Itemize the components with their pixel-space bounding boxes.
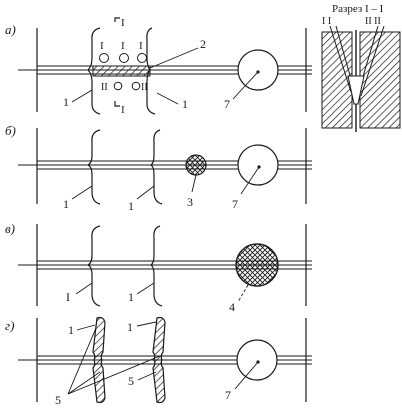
leader-1-v-left [75,282,93,295]
section-marks-left: I I [322,16,331,27]
label-1-v-right: 1 [128,290,134,304]
label-1-a-right: 1 [182,97,188,111]
leaders-5 [67,327,161,395]
label-2-a: 2 [200,37,206,51]
leader-1-g-left [76,324,96,331]
leader-1-g-right [136,321,157,327]
panel-a-letter: а) [5,22,16,37]
leader-2 [149,47,199,69]
panel-v: в) I 1 4 [5,221,312,314]
section-I-I: Разрез I – I I I II II [321,3,401,132]
panel-b-letter: б) [5,123,16,138]
injection-holes-bottom [113,81,141,91]
label-5-right: 5 [128,374,134,388]
leader-1-a-right [156,92,179,105]
leader-1-b-left [71,185,93,200]
filler-node-3 [185,154,207,193]
label-1-b-left: 1 [63,197,69,211]
label-1-v-left: I [66,290,70,304]
label-7-b: 7 [232,197,238,211]
label-7-g: 7 [225,388,231,402]
hole-label-I-3: I [139,40,143,52]
wall-bracket-v1 [86,225,101,307]
label-1-b-right: 1 [128,199,134,213]
section-wedge [347,75,365,105]
clamp-5-right [152,316,166,404]
valve-7-b [237,144,279,195]
valve-7-g [234,339,278,390]
valve-7-a [232,49,279,100]
clamp-5-left [92,316,106,404]
wall-bracket-b1 [86,129,101,205]
wall-bracket-a1 [87,27,101,115]
section-marks-right: II II [365,16,381,27]
leader-1-v-right [136,282,155,295]
label-3: 3 [187,195,193,209]
hole-label-I-1: I [100,40,104,52]
wall-bracket-v2 [149,225,163,307]
filled-node-4 [235,243,279,303]
hatched-seal-2 [92,65,151,77]
hole-label-I-2: I [121,40,125,52]
label-4: 4 [229,300,235,314]
label-5-left: 5 [55,393,61,407]
panel-a: а) I I I I [5,17,312,116]
section-arrow-I-bottom [114,101,120,107]
leader-1-b-right [136,185,155,200]
label-1-a-left: 1 [63,95,69,109]
cut-label-I-top: I [121,17,125,29]
panel-v-letter: в) [5,221,15,236]
panel-b: б) 1 1 3 7 [5,123,312,213]
cut-label-I-bottom: I [121,104,125,116]
label-7-a: 7 [224,97,230,111]
label-1-g-right: 1 [127,320,133,334]
section-arrow-I-top [114,17,120,22]
panel-g: г) 1 1 5 5 7 [5,316,312,407]
label-1-g-left: 1 [68,323,74,337]
wall-bracket-b2 [149,129,163,205]
injection-holes-top [99,53,147,63]
hole-label-II-2: II [141,82,148,93]
leader-1-a-left [71,89,93,103]
section-title: Разрез I – I [332,3,384,15]
hole-label-II-1: II [101,82,108,93]
panel-g-letter: г) [5,318,14,333]
